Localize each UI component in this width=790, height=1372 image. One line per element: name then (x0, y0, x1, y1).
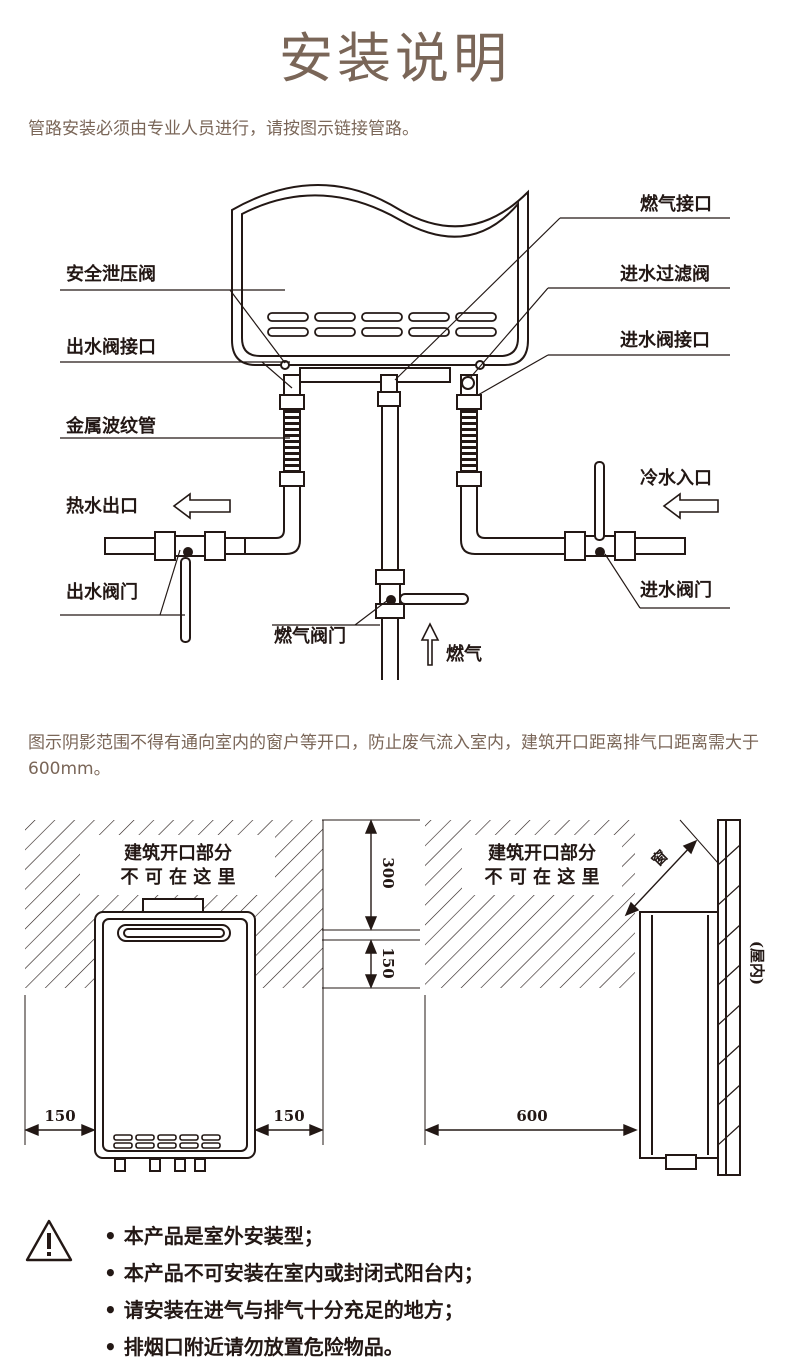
gas-arrow (420, 622, 440, 666)
dim-right-150: 150 (273, 1107, 304, 1125)
metal-hose-right (460, 409, 478, 473)
outlet-valve-handle (180, 557, 191, 643)
clearance-note-text: 图示阴影范围不得有通向室内的窗户等开口，防止废气流入室内，建筑开口距离排气口距离… (28, 733, 759, 779)
warning-item: 本产品是室外安装型； (104, 1218, 484, 1255)
warning-item: 本产品不可安装在室内或封闭式阳台内； (104, 1255, 484, 1292)
label-gas-valve: 燃气阀门 (274, 625, 346, 647)
heater-body (231, 184, 529, 366)
clearance-diagram: 建筑开口部分 不 可 在 这 里 建筑开口部分 不 可 在 这 里 (24, 819, 766, 1176)
label-metal-hose: 金属波纹管 (65, 415, 156, 437)
no-opening-side-label-1: 建筑开口部分 (488, 842, 596, 864)
dim-below-150: 150 (379, 947, 397, 978)
label-outlet-valve: 出水阀门 (66, 581, 138, 603)
dim-left-150: 150 (44, 1107, 75, 1125)
gas-valve-handle (399, 593, 469, 605)
warning-list: 本产品是室外安装型； 本产品不可安装在室内或封闭式阳台内； 请安装在进气与排气十… (104, 1218, 484, 1366)
no-opening-label-1: 建筑开口部分 (124, 842, 232, 864)
dim-top-300: 300 (379, 857, 397, 888)
warning-item: 请安装在进气与排气十分充足的地方； (104, 1292, 484, 1329)
warning-item: 排烟口附近请勿放置危险物品。 (104, 1329, 484, 1366)
wall (717, 819, 741, 1176)
no-opening-side-label-2: 不 可 在 这 里 (484, 866, 599, 888)
heater-front (94, 911, 256, 1159)
label-gas-port: 燃气接口 (640, 193, 712, 215)
label-outlet-valve-port: 出水阀接口 (66, 336, 156, 358)
exhaust-port (117, 924, 231, 942)
cold-water-arrow (662, 492, 719, 520)
label-inlet-valve-port: 进水阀接口 (620, 329, 710, 351)
inlet-valve-handle (594, 461, 605, 541)
pipe-connection-diagram: 安全泄压阀 出水阀接口 金属波纹管 热水出口 出水阀门 燃气接口 进水过滤阀 进… (60, 184, 730, 680)
page-title: 安装说明 (279, 27, 511, 90)
no-opening-label-2: 不 可 在 这 里 (120, 866, 235, 888)
label-inlet-filter-valve: 进水过滤阀 (620, 263, 710, 285)
label-hot-water-out: 热水出口 (66, 495, 138, 517)
metal-hose-left (283, 409, 301, 473)
hot-water-arrow (172, 492, 231, 520)
pipe-instruction-text: 管路安装必须由专业人员进行，请按图示链接管路。 (28, 119, 419, 139)
dim-side-600: 600 (516, 1107, 547, 1125)
label-cold-water-in: 冷水入口 (640, 467, 712, 489)
window-label: 窗 (648, 846, 671, 869)
label-gas: 燃气 (446, 643, 482, 665)
label-safety-valve: 安全泄压阀 (66, 263, 156, 285)
indoor-label: (屋内) (748, 941, 766, 985)
label-inlet-valve: 进水阀门 (640, 579, 712, 601)
vent-slots (267, 312, 497, 337)
warning-icon (25, 1219, 73, 1262)
